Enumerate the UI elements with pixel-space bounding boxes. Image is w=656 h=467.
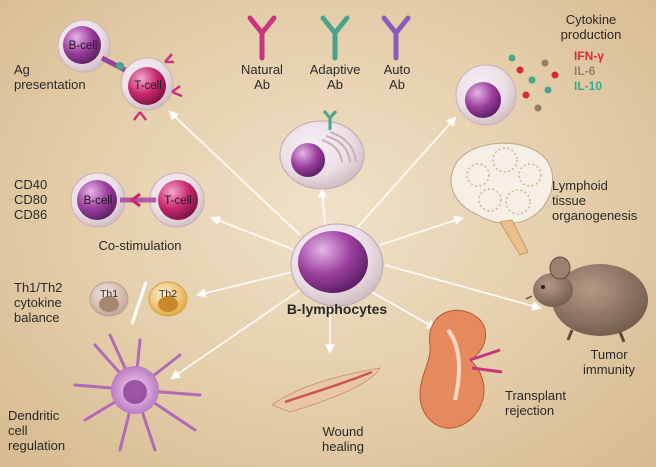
arrow-antibodies (317, 188, 328, 226)
th1-label: Th1 (99, 288, 119, 300)
costim-markers: CD40 CD80 CD86 (14, 177, 48, 222)
adaptive-antibody-icon (320, 15, 350, 61)
central-b-lymphocyte (290, 223, 384, 307)
cytokine-cell-illustration (455, 54, 559, 126)
mouse-illustration (525, 256, 648, 343)
adaptive-ab-label: Adaptive Ab (309, 62, 361, 92)
th2-label: Th2 (158, 288, 178, 300)
lymphoid-tissue-illustration (450, 142, 554, 256)
ag-tcell-label: T-cell (134, 80, 162, 92)
natural-ab-label: Natural Ab (241, 62, 283, 92)
ag-bcell-label: B-cell (68, 40, 98, 52)
arrow-ag-presentation (168, 110, 301, 236)
arrows (168, 110, 542, 380)
plasma-cell-illustration (279, 110, 365, 190)
arrow-dendritic (170, 289, 301, 380)
transplant-label: Transplant rejection (505, 388, 566, 418)
th-balance-illustration (89, 281, 188, 325)
dendritic-cell-illustration (73, 333, 202, 452)
cytokine-title: Cytokine production (560, 12, 622, 42)
arrow-costim (210, 216, 296, 251)
natural-antibody-icon (247, 15, 277, 61)
dendritic-label: Dendritic cell regulation (8, 408, 66, 453)
lymphoid-label: Lymphoid tissue organogenesis (552, 178, 638, 223)
ag-presentation-label: Ag presentation (14, 62, 86, 92)
tumor-label: Tumor immunity (582, 347, 635, 377)
costim-bcell-label: B-cell (83, 195, 113, 207)
arrow-transplant (367, 289, 437, 329)
arrow-th-balance (196, 271, 293, 298)
ag-presentation-illustration (57, 19, 183, 121)
costim-tcell-label: T-cell (164, 195, 192, 207)
costim-label: Co-stimulation (98, 238, 182, 253)
costimulation-illustration (70, 172, 205, 228)
cytokine-ifn: IFN-γ (574, 49, 604, 63)
antibody-icons (247, 15, 411, 61)
auto-antibody-icon (381, 15, 411, 61)
cytokine-il6: IL-6 (574, 64, 596, 78)
balance-divider (130, 281, 148, 325)
auto-ab-label: Auto Ab (383, 62, 411, 92)
arrow-lymphoid (379, 215, 464, 246)
wound-illustration (270, 367, 381, 413)
kidney-illustration (419, 309, 503, 429)
center-label: B-lymphocytes (286, 301, 388, 317)
th-balance-label: Th1/Th2 cytokine balance (14, 280, 63, 325)
arrow-cytokine (354, 116, 457, 231)
wound-label: Wound healing (322, 424, 364, 454)
cytokine-il10: IL-10 (574, 79, 603, 93)
cytokine-dots (508, 54, 559, 112)
arrow-tumor (384, 264, 542, 311)
